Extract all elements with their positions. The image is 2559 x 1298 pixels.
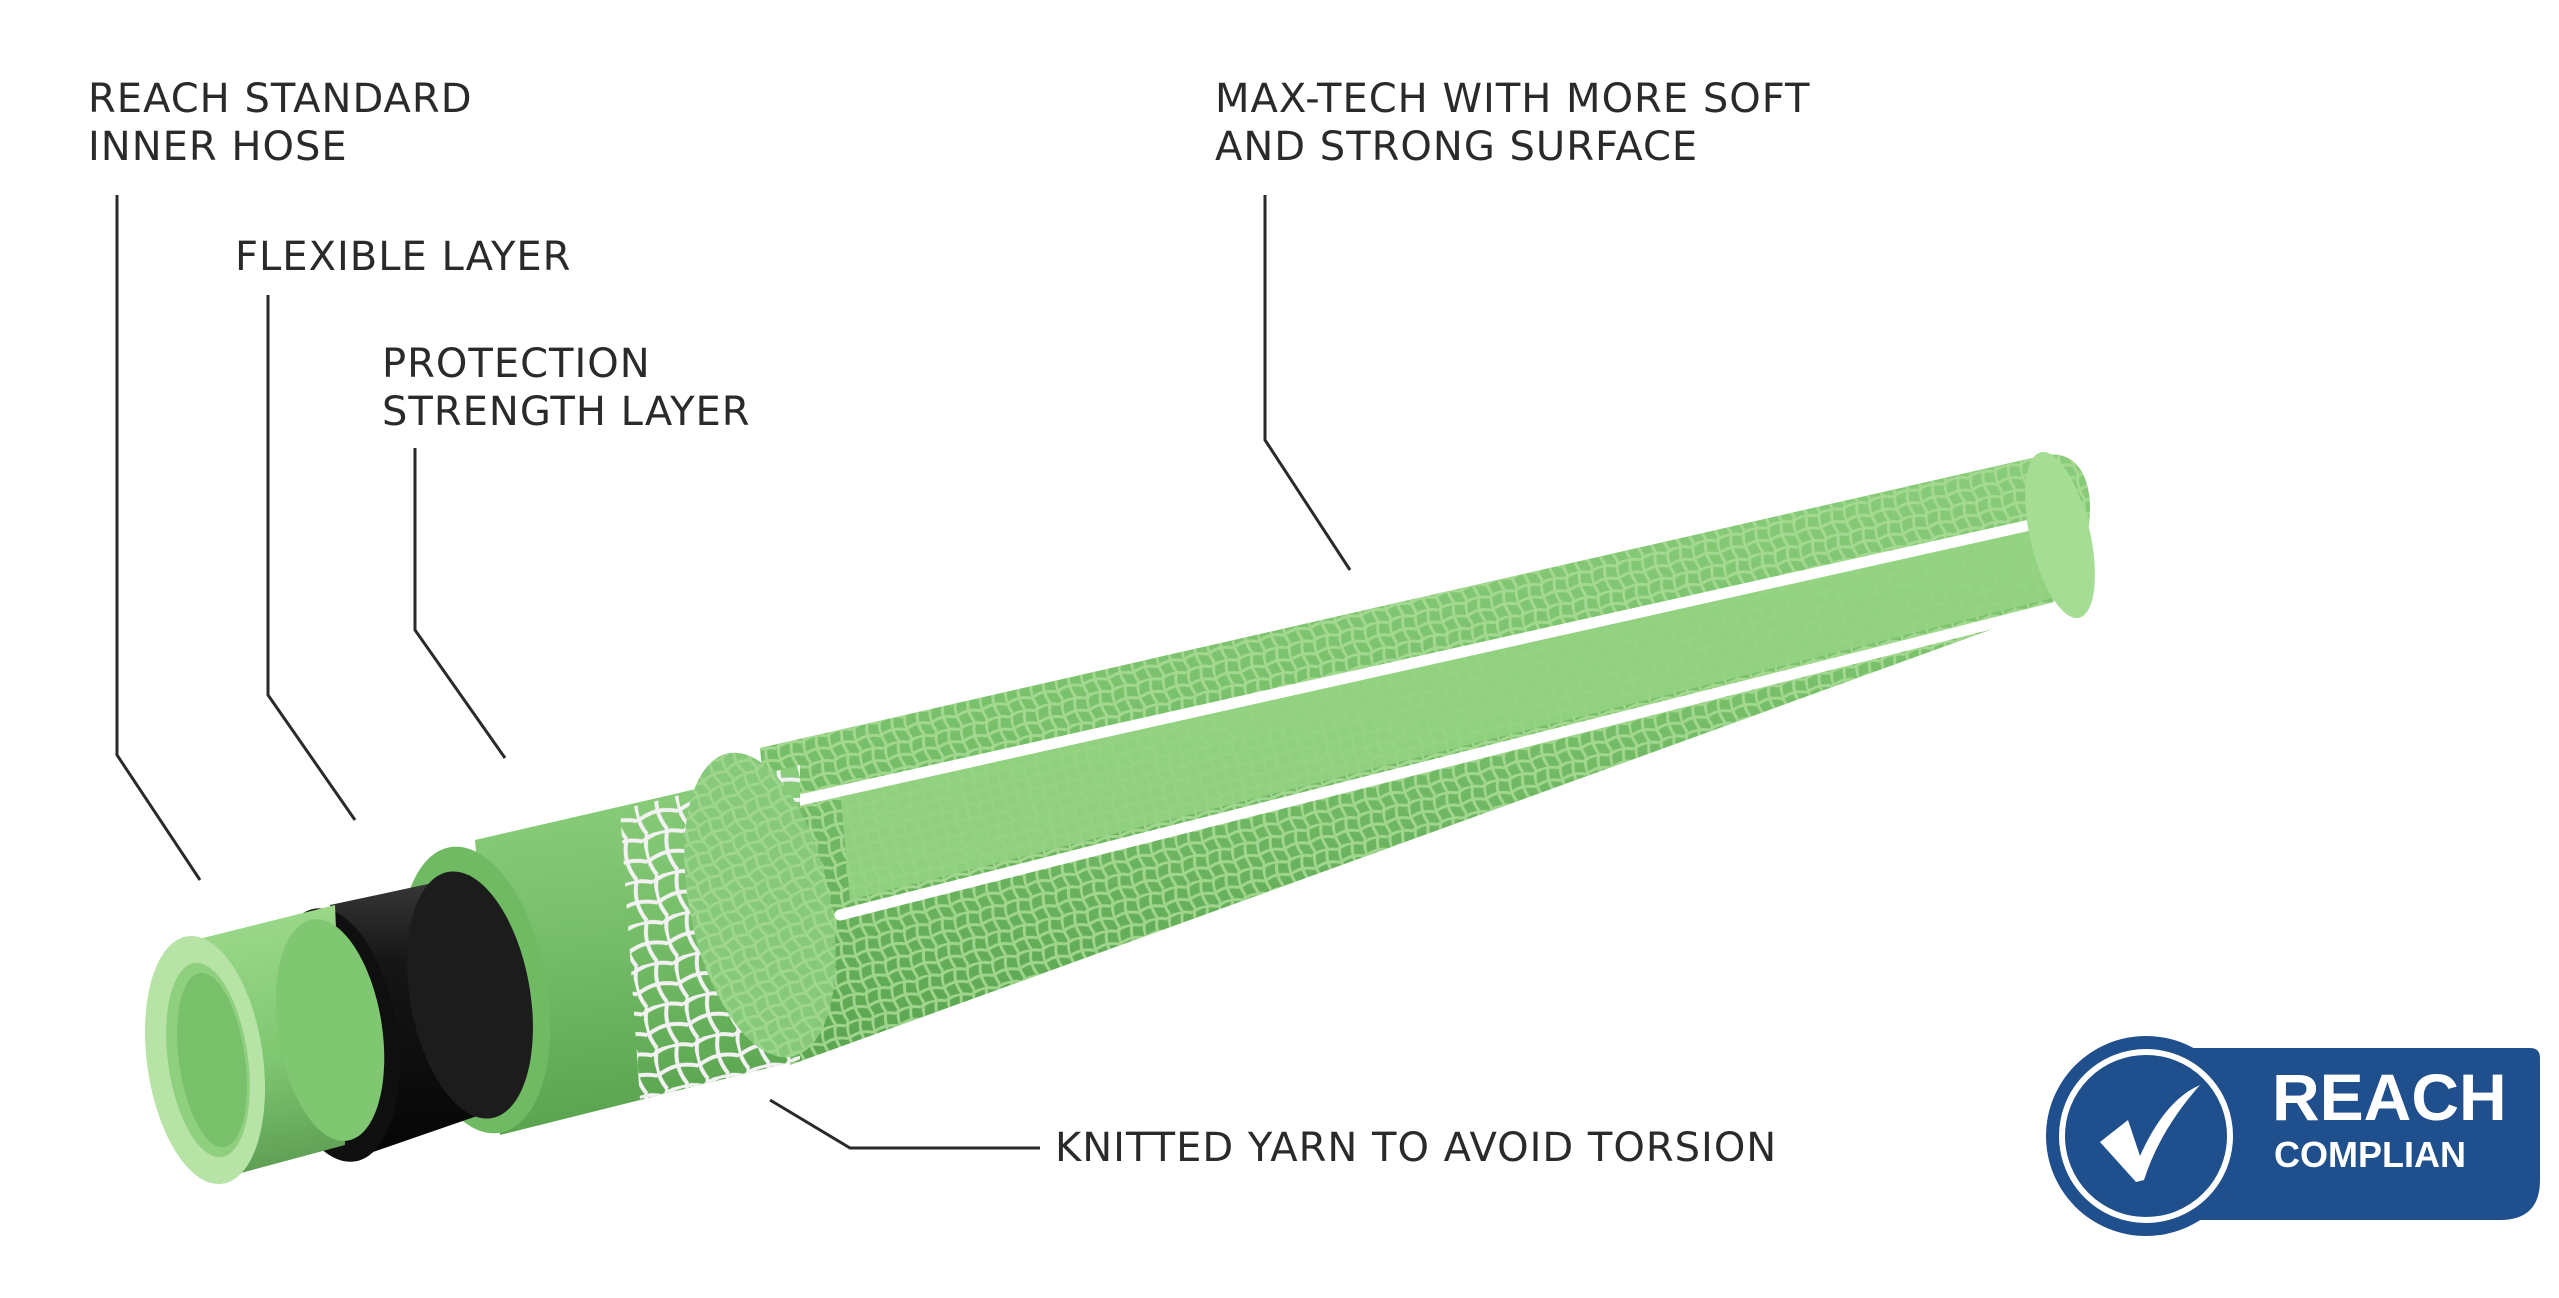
- leader-inner-hose: [115, 195, 202, 881]
- reach-compliant-badge: REACH COMPLIAN: [2040, 1030, 2550, 1242]
- outer-surface-layer: [760, 451, 2095, 1066]
- inner-hose-label-line2: INNER HOSE: [88, 124, 348, 170]
- protection-layer-label-line2: STRENGTH LAYER: [382, 389, 751, 435]
- knitted-yarn-label-text: KNITTED YARN TO AVOID TORSION: [1055, 1125, 1778, 1171]
- inner-hose-label: REACH STANDARD INNER HOSE: [88, 75, 473, 171]
- badge-circle-outer: [2046, 1036, 2246, 1236]
- knitted-yarn-label: KNITTED YARN TO AVOID TORSION: [1055, 1124, 1777, 1172]
- surface-label-line1: MAX-TECH WITH MORE SOFT: [1215, 76, 1811, 122]
- badge-circle-ring: [2059, 1049, 2233, 1223]
- surface-label: MAX-TECH WITH MORE SOFT AND STRONG SURFA…: [1215, 75, 1810, 171]
- protection-layer-label: PROTECTION STRENGTH LAYER: [382, 340, 751, 436]
- checkmark-icon: [2100, 1085, 2200, 1182]
- leader-knitted-yarn: [769, 1098, 1040, 1150]
- leader-flexible-layer: [266, 295, 357, 821]
- flexible-layer-label: FLEXIBLE LAYER: [235, 233, 571, 281]
- protection-layer-label-line1: PROTECTION: [382, 341, 651, 387]
- surface-label-line2: AND STRONG SURFACE: [1215, 124, 1699, 170]
- badge-tab: [2190, 1048, 2540, 1220]
- leader-lines: [115, 195, 1352, 1150]
- badge-subtitle: COMPLIAN: [2274, 1134, 2466, 1175]
- inner-hose-label-line1: REACH STANDARD: [88, 76, 473, 122]
- flexible-layer-label-text: FLEXIBLE LAYER: [235, 234, 572, 280]
- badge-title: REACH: [2272, 1060, 2507, 1134]
- inner-hose-layer: [144, 905, 385, 1185]
- leader-protection-layer: [413, 448, 507, 759]
- leader-surface: [1263, 195, 1352, 571]
